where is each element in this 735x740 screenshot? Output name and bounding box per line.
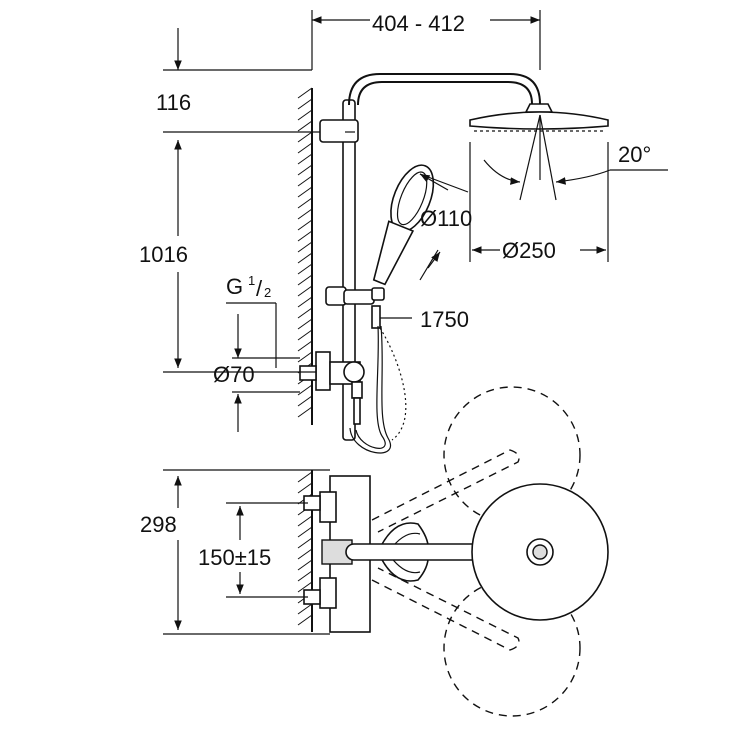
head-shower-plan	[471, 483, 609, 621]
shower-arm	[348, 73, 541, 112]
wall-hatch-line	[297, 197, 313, 209]
wall-hatch-line	[297, 274, 313, 286]
wall-hatch-line	[297, 318, 313, 330]
wall-hatch-line	[297, 98, 313, 110]
wall-hatch-line	[297, 395, 313, 407]
side-view: 404 - 412 116 1016 G 1 / 2 Ø70 Ø110 Ø250…	[139, 10, 668, 454]
wall-hatch-line	[297, 515, 313, 527]
wall-hatch-line	[297, 131, 313, 143]
hose-length-label: 1750	[420, 307, 469, 332]
wall-hatch-line	[297, 241, 313, 253]
wall-hatch-line	[297, 384, 313, 396]
wall-hatch-line	[297, 581, 313, 593]
wall-hatch-line	[297, 603, 313, 615]
wall-hatch-line	[297, 186, 313, 198]
head-arm-length-label: 404 - 412	[372, 11, 465, 36]
wall-hatch-line	[297, 87, 313, 99]
wall-hatch-line	[297, 570, 313, 582]
top-offset-label: 116	[156, 90, 191, 115]
wall-hatch-line	[297, 142, 313, 154]
wall-hatch-line	[297, 263, 313, 275]
rail-length-label: 1016	[139, 242, 188, 267]
wall-hatch-line	[297, 219, 313, 231]
wall-hatch-line	[297, 285, 313, 297]
thread-numerator: 1	[248, 273, 255, 288]
spray-angle-label: 20°	[618, 142, 651, 167]
wall-hatch-line	[297, 482, 313, 494]
wall-hatch-line	[297, 109, 313, 121]
wall-hatch-line	[297, 252, 313, 264]
wall-hatch-line	[297, 208, 313, 220]
wall-hatch-line	[297, 351, 313, 363]
wall-hatch-line	[297, 153, 313, 165]
wall-plan-view	[297, 470, 313, 632]
wall-hatch-line	[297, 230, 313, 242]
inlet-spacing-label: 150±15	[198, 545, 271, 570]
connection-thread-label: G	[226, 274, 243, 299]
wall-hatch-line	[297, 120, 313, 132]
wall-hatch-line	[297, 340, 313, 352]
wall-hatch-line	[297, 526, 313, 538]
thread-slash: /	[256, 276, 263, 301]
rosette-diameter-label: Ø70	[213, 362, 255, 387]
wall-hatch-line	[297, 329, 313, 341]
shower-hose	[349, 325, 407, 454]
plan-depth-label: 298	[140, 512, 177, 537]
wall-hatch-line	[297, 559, 313, 571]
hand-shower-diameter-label: Ø110	[420, 206, 472, 231]
wall-hatch-line	[297, 548, 313, 560]
wall-hatch-line	[297, 537, 313, 549]
rotation-envelope	[371, 386, 581, 717]
thermostat-side	[299, 351, 365, 425]
plan-view: 298 150±15	[140, 386, 609, 717]
wall-hatch-line	[297, 406, 313, 418]
thread-denominator: 2	[264, 285, 271, 300]
wall-hatch-line	[297, 175, 313, 187]
wall-hatch-line	[297, 471, 313, 483]
wall-hatch-line	[297, 614, 313, 626]
wall-hatch-line	[297, 296, 313, 308]
slider-holder	[325, 286, 385, 329]
spray-angle-marks	[483, 114, 668, 201]
wall-hatch-line	[297, 164, 313, 176]
wall-hatch-line	[297, 307, 313, 319]
dimension-lines-side	[163, 10, 609, 432]
head-shower-diameter-label: Ø250	[502, 238, 556, 263]
dimension-lines-plan	[163, 469, 330, 635]
